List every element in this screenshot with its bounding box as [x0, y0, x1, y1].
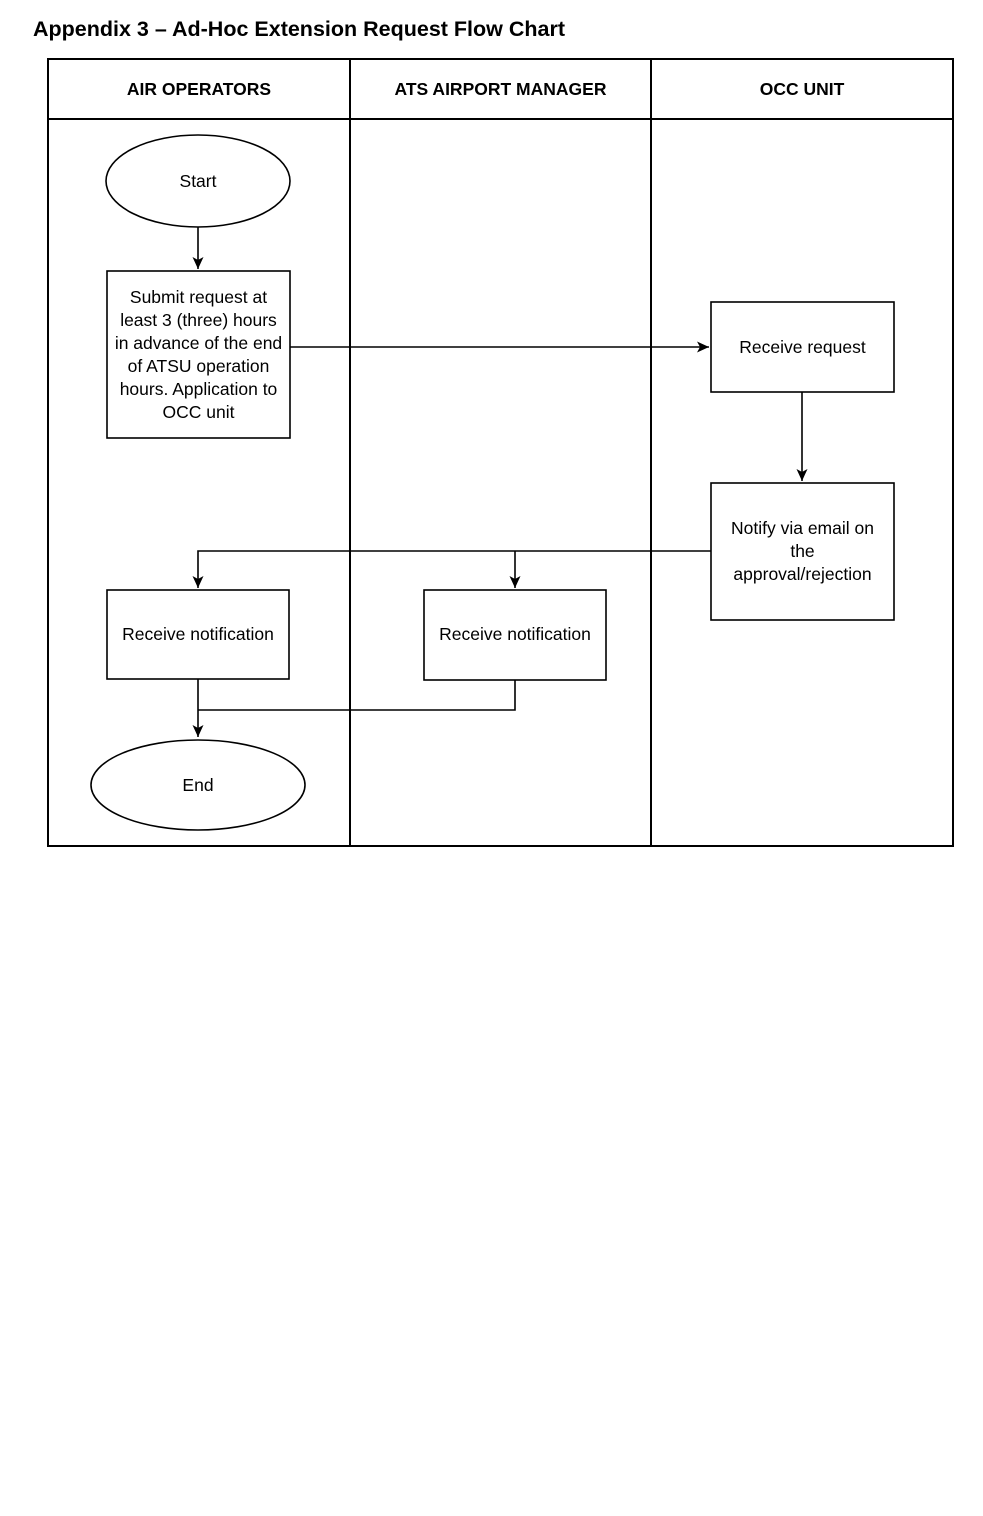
start-ellipse [105, 134, 291, 228]
end-ellipse [90, 739, 306, 831]
page-title: Appendix 3 – Ad-Hoc Extension Request Fl… [33, 17, 565, 41]
flowchart-canvas [47, 58, 954, 847]
connector-ats-notification-merge [198, 680, 516, 711]
connector-notify-to-air-notification [192, 550, 711, 588]
swimlane-table-border [47, 58, 954, 847]
receive-request-box [710, 301, 895, 393]
receive-notification-air-box [106, 589, 290, 680]
notify-box [710, 482, 895, 621]
receive-notification-ats-box [423, 589, 607, 681]
submit-request-box [106, 270, 291, 439]
